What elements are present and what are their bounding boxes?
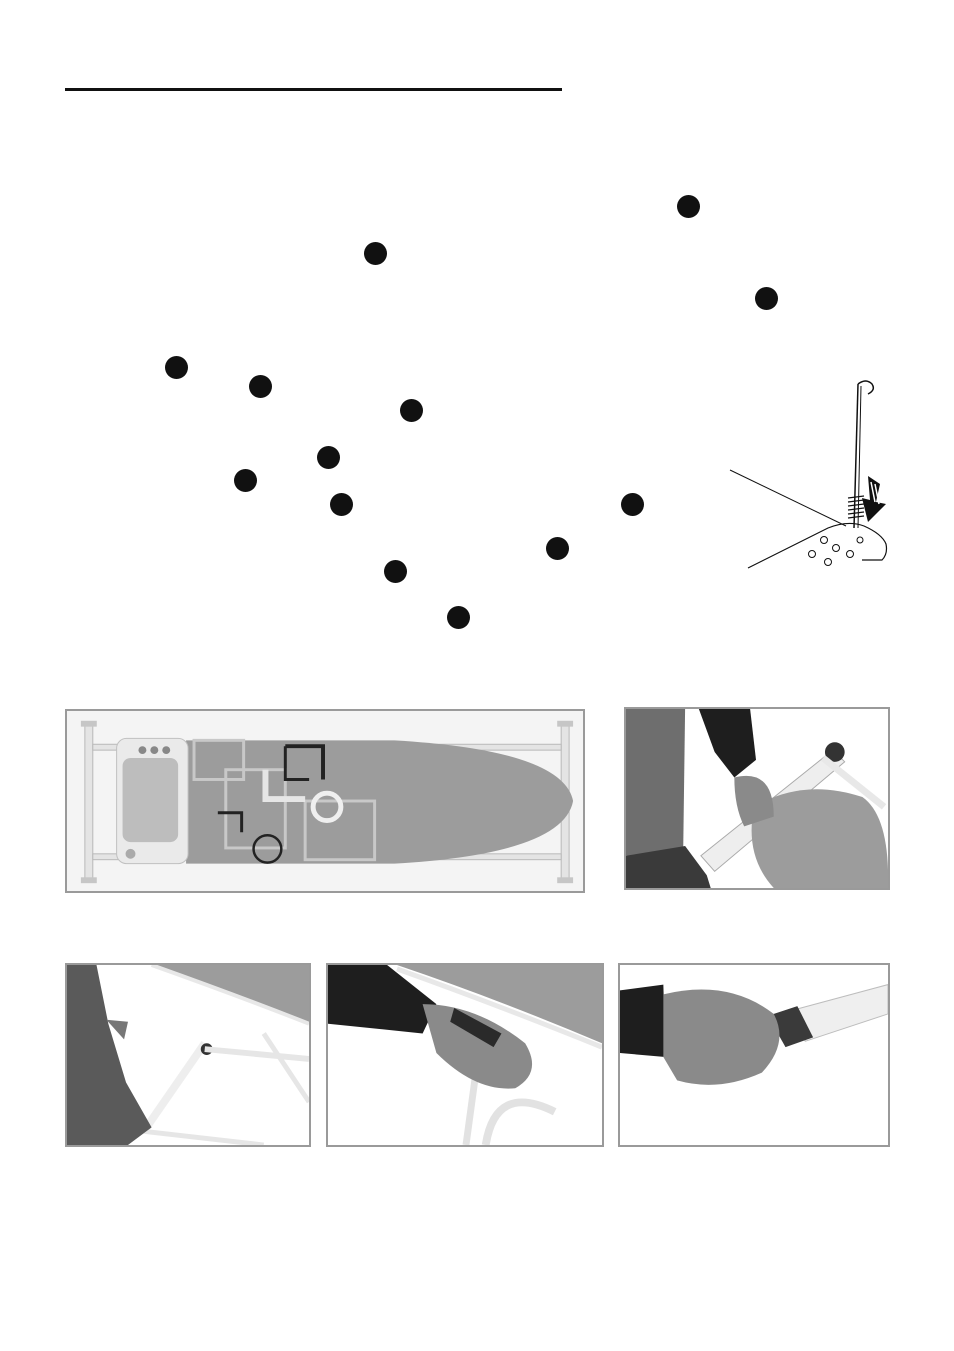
callout-marker	[400, 399, 423, 422]
section-heading-rule	[65, 88, 562, 91]
callout-marker	[755, 287, 778, 310]
callout-marker	[330, 493, 353, 516]
board-top-view-photo	[65, 709, 585, 893]
hand-holding-leg-photo	[65, 963, 311, 1147]
callout-marker	[165, 356, 188, 379]
hand-lifting-board-photo	[624, 707, 890, 890]
hook-spring-sketch-icon	[729, 380, 888, 569]
callout-marker	[677, 195, 700, 218]
callout-marker	[546, 537, 569, 560]
hand-gripping-leg-end-photo	[618, 963, 890, 1147]
callout-marker	[317, 446, 340, 469]
hand-releasing-lever-photo	[326, 963, 604, 1147]
callout-marker	[447, 606, 470, 629]
callout-marker	[384, 560, 407, 583]
callout-marker	[234, 469, 257, 492]
callout-marker	[249, 375, 272, 398]
callout-marker	[621, 493, 644, 516]
callout-marker	[364, 242, 387, 265]
